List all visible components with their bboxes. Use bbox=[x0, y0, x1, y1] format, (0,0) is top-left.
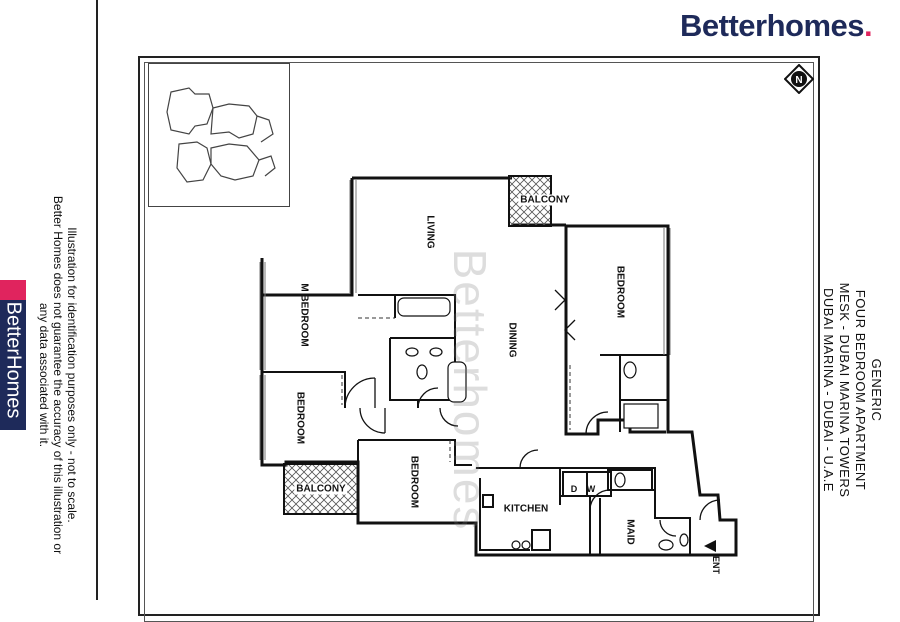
vertical-divider bbox=[96, 0, 98, 600]
side-logo-accent bbox=[0, 280, 26, 300]
floor-plan bbox=[259, 175, 738, 557]
north-label: N bbox=[795, 75, 802, 86]
room-bedroom-bottom: BEDROOM bbox=[408, 455, 420, 509]
room-bedroom-left: BEDROOM bbox=[294, 391, 306, 445]
room-living: LIVING bbox=[424, 215, 436, 249]
room-bedroom-right: BEDROOM bbox=[614, 265, 626, 319]
key-plan bbox=[148, 63, 290, 207]
key-plan-sketch bbox=[166, 87, 276, 183]
watermark: Betterhomes bbox=[444, 248, 496, 532]
washer-label: W bbox=[586, 484, 596, 494]
balcony-top: BALCONY bbox=[518, 194, 572, 206]
balcony-bottom: BALCONY bbox=[294, 483, 348, 495]
north-arrow-icon: N bbox=[783, 63, 815, 95]
side-logo bbox=[0, 280, 26, 430]
room-master-bedroom: M BEDROOM bbox=[298, 283, 310, 347]
dryer-label: D bbox=[570, 484, 578, 494]
brand-dot: . bbox=[864, 8, 873, 43]
brand-logo: Betterhomes. bbox=[680, 8, 873, 44]
entrance-label: ENT bbox=[711, 556, 721, 574]
room-dining: DINING bbox=[506, 322, 518, 358]
brand-name: Betterhomes bbox=[680, 8, 865, 43]
room-maid: MAID bbox=[624, 519, 636, 545]
room-kitchen: KITCHEN bbox=[503, 503, 549, 515]
